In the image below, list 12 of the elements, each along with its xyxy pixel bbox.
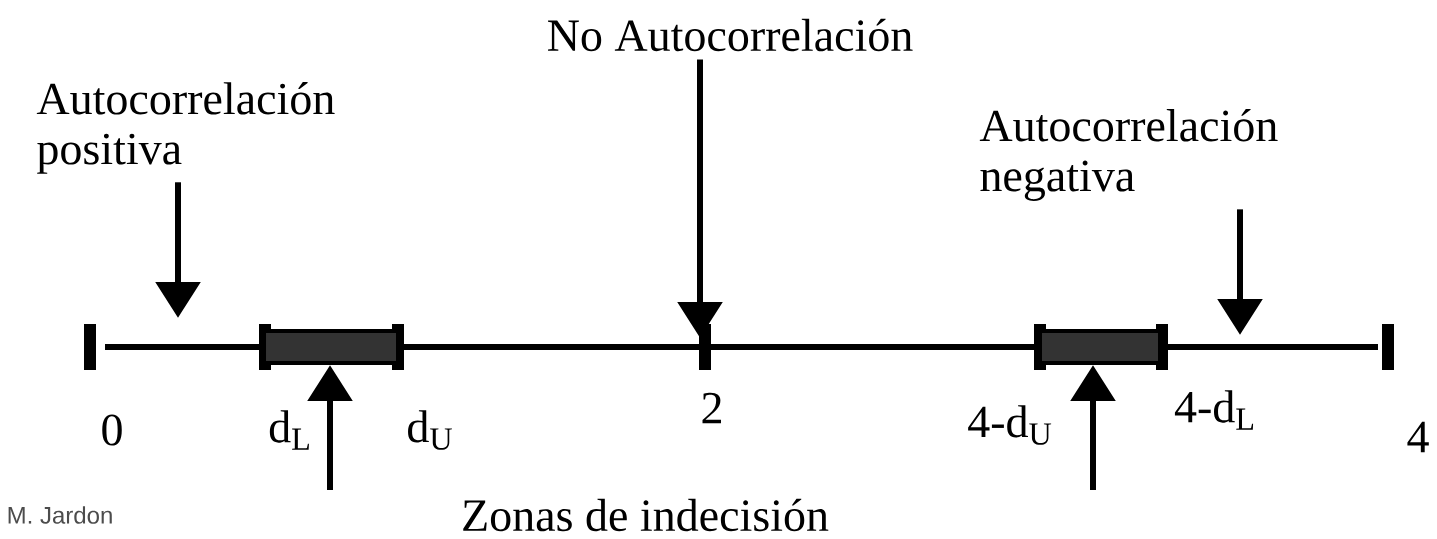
tick-label: d$_{L}$ [269,410,309,450]
tick-label: d$_{U}$ [408,410,452,450]
arrow-caption: No Autocorrelación [548,18,913,52]
tick-label: 2 [702,392,721,424]
tick-label: 4 [1407,421,1429,453]
arrow-caption: Zonas de indecisión [463,498,829,532]
author-credit: M. Jardon [8,506,112,524]
arrow-caption: Autocorrelación negativa [979,109,1278,201]
tick-label: 4-d$_{L}$ [1174,390,1254,430]
arrow-caption: Autocorrelación positiva [36,82,335,174]
tick-label: 4-d$_{U}$ [968,405,1052,445]
tick-label: 0 [102,414,122,446]
